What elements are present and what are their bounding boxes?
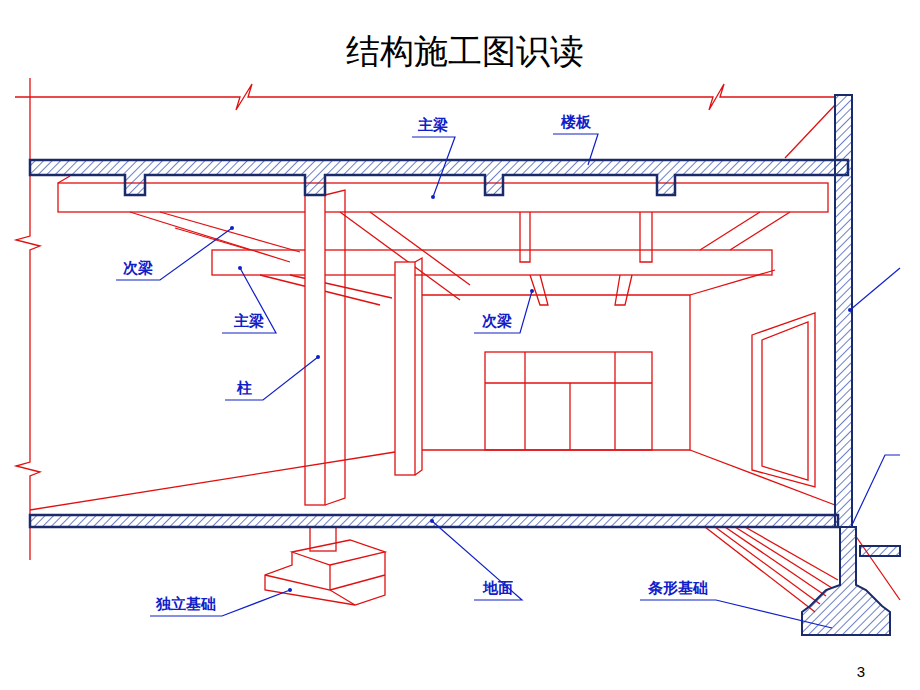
callout-label: 主梁 bbox=[234, 313, 264, 330]
callout-label: 柱 bbox=[237, 380, 252, 397]
callout-label: 条形基础 bbox=[648, 580, 708, 597]
callout-label: 次梁 bbox=[482, 313, 512, 330]
callout-label: 次梁 bbox=[123, 260, 153, 277]
page-title: 结构施工图识读 bbox=[346, 33, 584, 70]
callout-label: 楼板 bbox=[561, 114, 591, 131]
page-number: 3 bbox=[857, 664, 865, 681]
callout-label: 地面 bbox=[483, 580, 513, 597]
callout-label: 主梁 bbox=[418, 117, 448, 134]
callout-label: 独立基础 bbox=[156, 596, 216, 613]
